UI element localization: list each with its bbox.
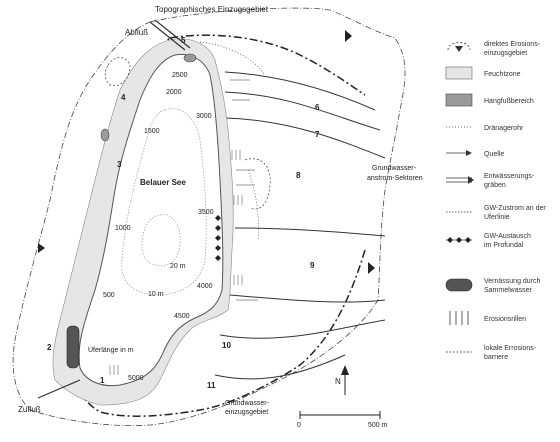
legend-spring-arrow-icon <box>466 150 472 156</box>
zone-number: 2 <box>47 343 52 352</box>
shore-length-label: Uferlänge in m <box>88 347 134 354</box>
waterlogging-southwest <box>66 325 80 369</box>
legend-label: direktes Erosions- <box>484 41 541 48</box>
shore-mark: 1500 <box>144 128 160 135</box>
legend-label: Entwässerungs- <box>484 173 535 180</box>
legend-ditch-arrow-icon <box>468 176 474 184</box>
shore-mark: 4500 <box>174 313 190 320</box>
legend-slope-foot-swatch <box>445 93 473 107</box>
legend-label: Dränagerohr <box>484 125 524 132</box>
lake-name: Belauer See <box>140 178 186 187</box>
legend-label: Sammelwasser <box>484 287 533 294</box>
sector-line-6 <box>224 71 376 111</box>
sector-line-10 <box>219 319 386 339</box>
legend-label: Vernässung durch <box>484 278 541 285</box>
legend-label: im Profundal <box>484 242 524 249</box>
gw-exchange-markers <box>215 215 221 261</box>
sector-line-9 <box>229 294 386 303</box>
legend-label: GW-Zustrom an der <box>484 205 546 212</box>
zone-number: 5 <box>181 36 186 45</box>
legend-label: einzugsgebiet <box>484 50 527 57</box>
zone-number: 7 <box>315 130 320 139</box>
legend-label: Hangfußbereich <box>484 98 534 105</box>
legend-label: gräben <box>484 182 506 189</box>
outflow-channel <box>149 21 186 51</box>
legend-erosion-rills-icon <box>449 311 469 325</box>
orientation-arrows <box>38 30 375 274</box>
sector-line-11 <box>214 354 346 380</box>
slope-foot-north <box>183 53 197 63</box>
shore-mark: 2000 <box>166 89 182 96</box>
legend-label: barriere <box>484 354 508 361</box>
shore-mark: 1000 <box>115 225 131 232</box>
zone-number: 6 <box>315 103 320 112</box>
spring-arrows-east <box>230 79 258 301</box>
inflow-label: Zufluß <box>18 405 41 414</box>
drain-pipe-east <box>247 169 259 241</box>
erosion-catchment-east <box>244 158 271 210</box>
outflow-label: Abfluß <box>125 28 148 37</box>
legend-label: GW-Austausch <box>484 233 531 240</box>
topographic-catchment-boundary <box>12 7 406 427</box>
slope-foot-west <box>100 128 110 142</box>
legend-label: lokale Errosions- <box>484 345 537 352</box>
shore-mark: 3500 <box>198 209 214 216</box>
scale-end: 500 m <box>368 422 388 429</box>
legend-label: Uferlinie <box>484 214 510 221</box>
legend-wetland-swatch <box>445 66 473 80</box>
zone-number: 4 <box>121 93 126 102</box>
north-label: N <box>335 377 341 386</box>
legend-waterlogging-swatch <box>445 278 473 292</box>
shore-mark: 3000 <box>196 113 212 120</box>
scale-bar <box>299 411 381 419</box>
depth-contour-10m <box>121 108 207 296</box>
scale-start: 0 <box>297 422 301 429</box>
map-title: Topographisches Einzugsgebiet <box>155 5 269 14</box>
gw-catchment-label-2: einzugsgebiet <box>225 409 268 416</box>
zone-number: 3 <box>117 160 122 169</box>
gw-inflow-sectors-label-1: Grundwasser- <box>372 165 417 172</box>
gw-catchment-label-1: Grundwasser- <box>225 400 270 407</box>
erosion-rills-east <box>109 150 243 375</box>
zone-number: 1 <box>100 376 105 385</box>
legend-erosion-arrow-icon <box>455 46 463 52</box>
depth-contour-20m <box>141 214 181 267</box>
legend-label: Quelle <box>484 151 504 158</box>
sector-line-6b <box>224 91 381 131</box>
inflow-channel <box>37 379 81 399</box>
sector-line-8 <box>234 227 386 237</box>
drain-pipe-north <box>199 41 266 76</box>
legend-gw-exchange-diamonds <box>447 237 471 243</box>
depth-10m-label: 10 m <box>148 291 164 298</box>
north-arrow <box>341 365 349 395</box>
lake-belauer-see <box>78 53 224 387</box>
shore-mark: 2500 <box>172 72 188 79</box>
zone-number: 11 <box>207 381 216 390</box>
zone-number: 9 <box>310 261 315 270</box>
zone-number: 8 <box>296 171 301 180</box>
legend: direktes Erosions- einzugsgebiet Feuchtz… <box>445 41 546 361</box>
zone-number: 10 <box>222 341 231 350</box>
gw-inflow-sectors-label-2: anstrom-Sektoren <box>367 175 423 182</box>
legend-label: Erosionsrillen <box>484 316 526 323</box>
depth-20m-label: 20 m <box>170 263 186 270</box>
shore-mark: 4000 <box>197 283 213 290</box>
shore-mark: 500 <box>103 292 115 299</box>
legend-label: Feuchtzone <box>484 71 521 78</box>
shore-mark: 5000 <box>128 375 144 382</box>
outflow-channel-b <box>154 19 191 49</box>
sector-line-7 <box>224 117 386 159</box>
